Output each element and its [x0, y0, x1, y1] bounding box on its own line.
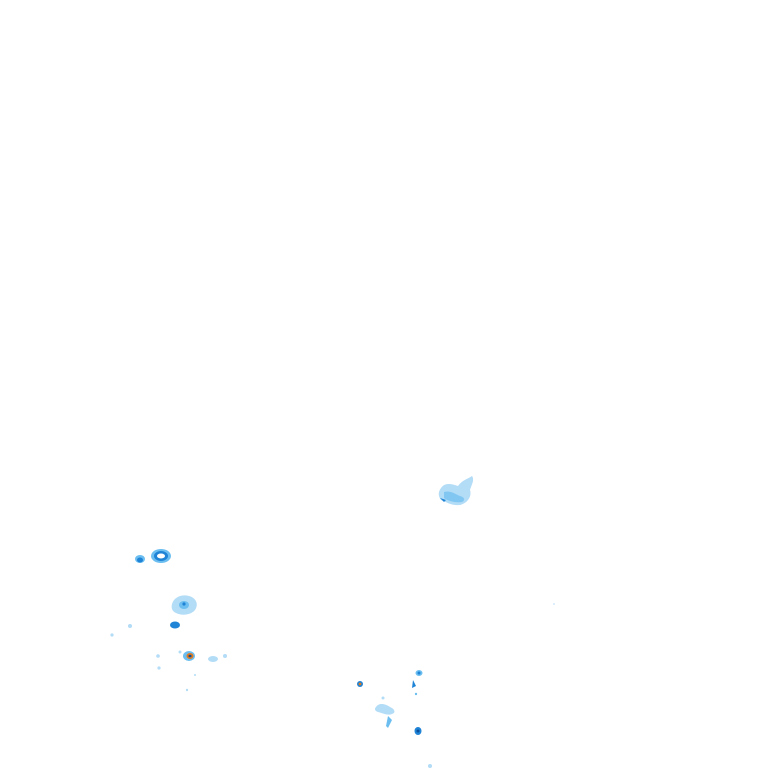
echo-6	[183, 651, 195, 661]
echo-11	[414, 727, 422, 735]
echo-9	[412, 670, 423, 696]
echo-2	[151, 549, 171, 563]
echo-8	[357, 681, 363, 687]
echo-7	[110, 624, 227, 692]
echo-10	[374, 603, 555, 768]
echo-4	[171, 595, 197, 615]
echo-5	[170, 621, 180, 629]
echo-1	[438, 476, 474, 506]
echo-3	[135, 555, 145, 563]
